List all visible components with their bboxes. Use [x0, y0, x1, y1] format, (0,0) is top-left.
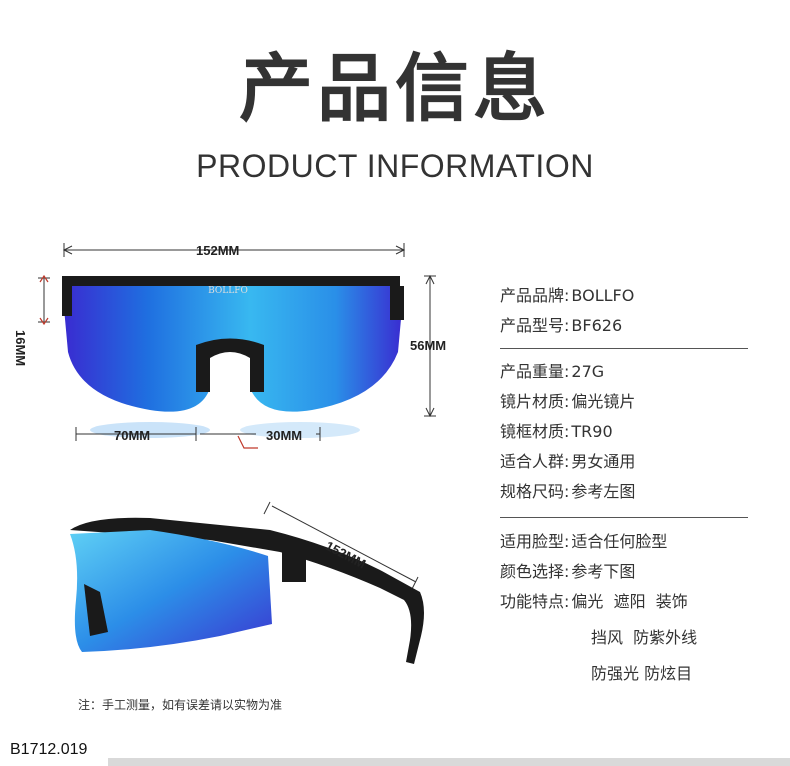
- info-value: 参考左图: [571, 482, 636, 501]
- info-row-color: 颜色选择:参考下图: [500, 562, 635, 582]
- bottom-bar: [108, 758, 790, 766]
- info-label: 产品品牌:: [500, 286, 570, 305]
- dimension-lines: [38, 243, 436, 590]
- red-accent-lines: [39, 274, 258, 449]
- info-label: 规格尺码:: [500, 482, 570, 501]
- info-row-features: 功能特点:偏光 遮阳 装饰: [500, 592, 688, 612]
- info-label: 镜框材质:: [500, 422, 570, 441]
- front-nose-bridge: [196, 338, 264, 392]
- info-value: BF626: [571, 316, 623, 335]
- divider-1: [500, 348, 748, 349]
- dim-bridge-width: 30MM: [266, 428, 303, 443]
- front-reflection-right: [240, 422, 360, 438]
- sku-code: B1712.019: [10, 741, 88, 758]
- front-right-hinge: [390, 286, 404, 320]
- info-value: TR90: [571, 422, 613, 441]
- info-label: 适合人群:: [500, 452, 570, 471]
- info-value: 参考下图: [571, 562, 636, 581]
- dim-width-top: 152MM: [196, 243, 240, 258]
- info-label: 适用脸型:: [500, 532, 570, 551]
- info-label: 镜片材质:: [500, 392, 570, 411]
- features-line-3: 防强光 防炫目: [591, 664, 693, 683]
- front-view-glasses: BOLLFO: [62, 276, 404, 438]
- dim-lens-width: 70MM: [114, 428, 151, 443]
- info-row-face-shape: 适用脸型:适合任何脸型: [500, 532, 667, 552]
- page-title-cn: 产品信息: [239, 46, 551, 132]
- front-left-hinge: [62, 286, 72, 316]
- info-row-frame-material: 镜框材质:TR90: [500, 422, 613, 442]
- info-value: 适合任何脸型: [571, 532, 668, 551]
- info-row-model: 产品型号:BF626: [500, 316, 622, 336]
- side-lens: [70, 530, 272, 652]
- side-hinge-logo-block: [282, 552, 306, 582]
- info-row-weight: 产品重量:27G: [500, 362, 604, 382]
- info-value: BOLLFO: [571, 286, 635, 305]
- dim-height-right: 56MM: [410, 338, 447, 353]
- side-nose-pad: [84, 584, 108, 636]
- info-label: 颜色选择:: [500, 562, 570, 581]
- info-row-audience: 适合人群:男女通用: [500, 452, 635, 472]
- info-value: 偏光 遮阳 装饰: [571, 592, 688, 611]
- info-label: 产品重量:: [500, 362, 570, 381]
- dim-height-left: 16MM: [13, 330, 28, 367]
- measurement-note: 注：手工测量，如有误差请以实物为准: [78, 698, 283, 712]
- features-line-2: 挡风 防紫外线: [591, 628, 698, 647]
- info-value: 男女通用: [571, 452, 636, 471]
- info-label: 产品型号:: [500, 316, 570, 335]
- info-row-size: 规格尺码:参考左图: [500, 482, 635, 502]
- info-value: 偏光镜片: [571, 392, 636, 411]
- side-frame-temple: [70, 517, 424, 664]
- front-logo-text: BOLLFO: [208, 286, 248, 296]
- info-value: 27G: [571, 362, 605, 381]
- page-title-en: PRODUCT INFORMATION: [196, 148, 594, 184]
- side-view-glasses: [70, 517, 424, 664]
- info-label: 功能特点:: [500, 592, 570, 611]
- divider-2: [500, 517, 748, 518]
- info-row-lens-material: 镜片材质:偏光镜片: [500, 392, 635, 412]
- info-row-brand: 产品品牌:BOLLFO: [500, 286, 634, 306]
